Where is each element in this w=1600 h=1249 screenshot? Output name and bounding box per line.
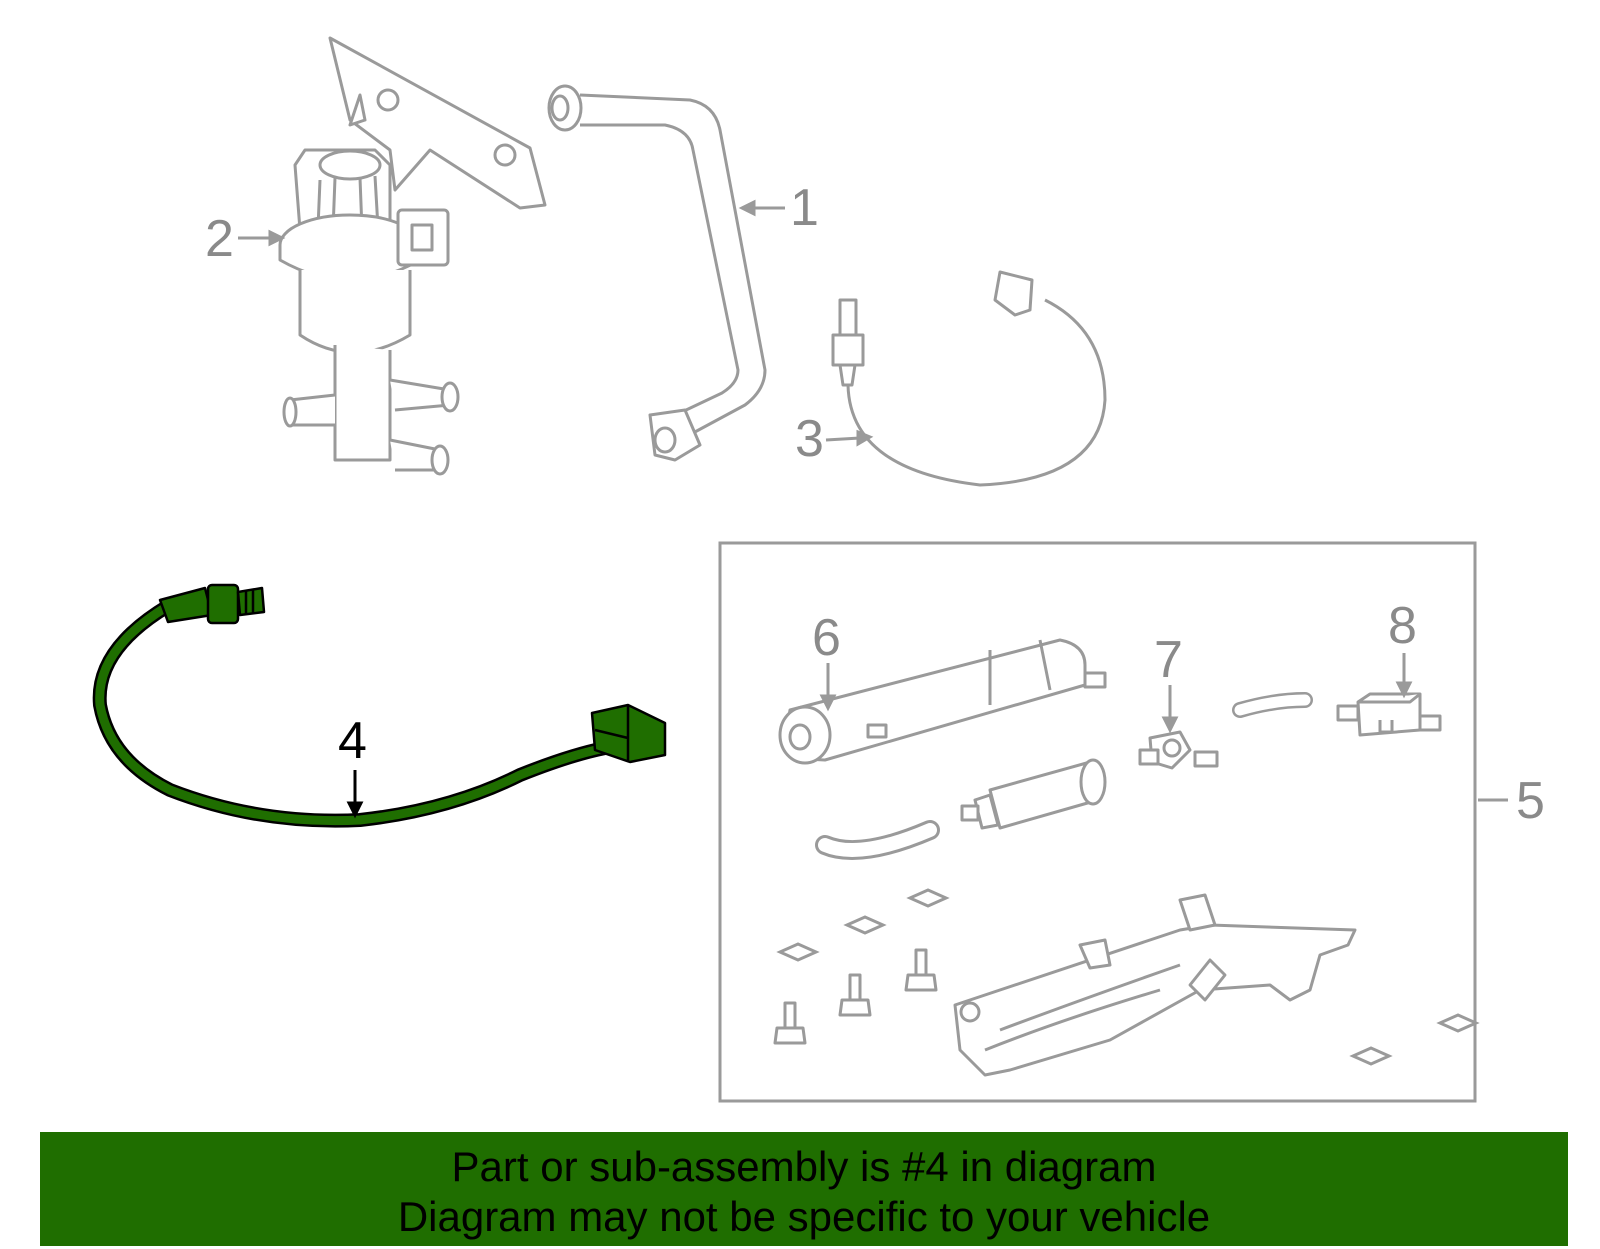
kit-box [718, 541, 1477, 1103]
part-4-sensor-highlighted [92, 583, 667, 828]
callout-7: 7 [1154, 631, 1183, 689]
part-2-purge-valve [278, 36, 547, 476]
part-7-fitting [1138, 730, 1219, 770]
callout-1: 1 [790, 179, 819, 237]
parts-diagram: 1 2 3 4 5 6 7 8 [92, 36, 1545, 1103]
banner-line-1: Part or sub-assembly is #4 in diagram [451, 1143, 1157, 1190]
callout-8: 8 [1388, 597, 1417, 655]
part-1-tube [547, 84, 767, 462]
info-banner: Part or sub-assembly is #4 in diagram Di… [40, 1132, 1568, 1246]
callout-arrows [238, 199, 1413, 734]
callout-3: 3 [795, 410, 824, 468]
part-3-sensor [831, 270, 1107, 487]
kit-bolts [773, 948, 938, 1045]
part-8-valve [1336, 692, 1442, 737]
callout-2: 2 [205, 210, 234, 268]
kit-filter [960, 758, 1107, 830]
part-6-canister [778, 638, 1107, 765]
kit-washers [776, 888, 1480, 1066]
callout-6: 6 [812, 609, 841, 667]
callout-4: 4 [338, 712, 367, 770]
kit-bracket [953, 893, 1357, 1077]
banner-line-2: Diagram may not be specific to your vehi… [397, 1193, 1211, 1240]
callout-5: 5 [1516, 772, 1545, 830]
callout-arrow-4 [346, 770, 364, 819]
